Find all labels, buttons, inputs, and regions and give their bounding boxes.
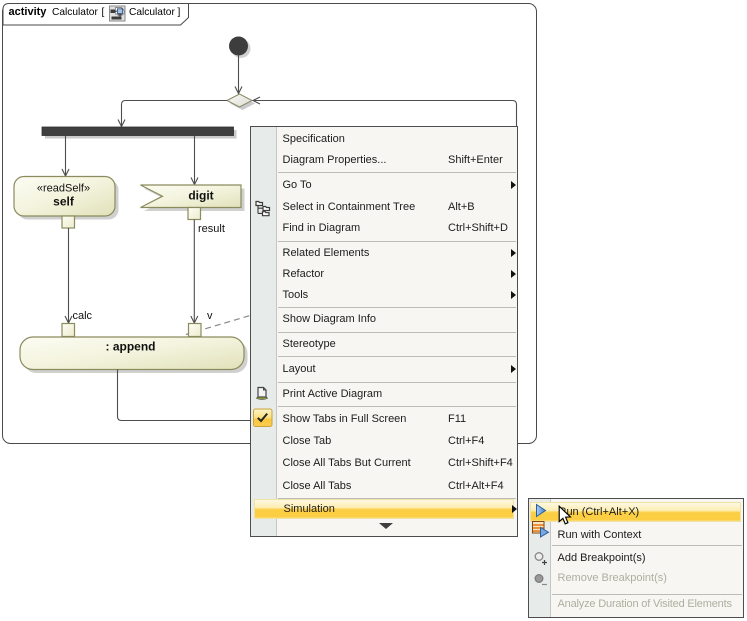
svg-text:Calculator: Calculator xyxy=(129,7,175,18)
svg-text:]: ] xyxy=(178,7,181,18)
svg-text:digit: digit xyxy=(188,189,213,203)
svg-text:self: self xyxy=(53,195,75,209)
svg-text:v: v xyxy=(207,310,213,322)
svg-text:activity: activity xyxy=(9,6,48,18)
svg-text:calc: calc xyxy=(73,310,93,322)
svg-text:[: [ xyxy=(102,7,105,18)
svg-text:Calculator: Calculator xyxy=(52,7,98,18)
svg-text:: append: : append xyxy=(106,340,156,354)
svg-text:result: result xyxy=(198,223,225,235)
svg-text:«readSelf»: «readSelf» xyxy=(37,183,90,195)
